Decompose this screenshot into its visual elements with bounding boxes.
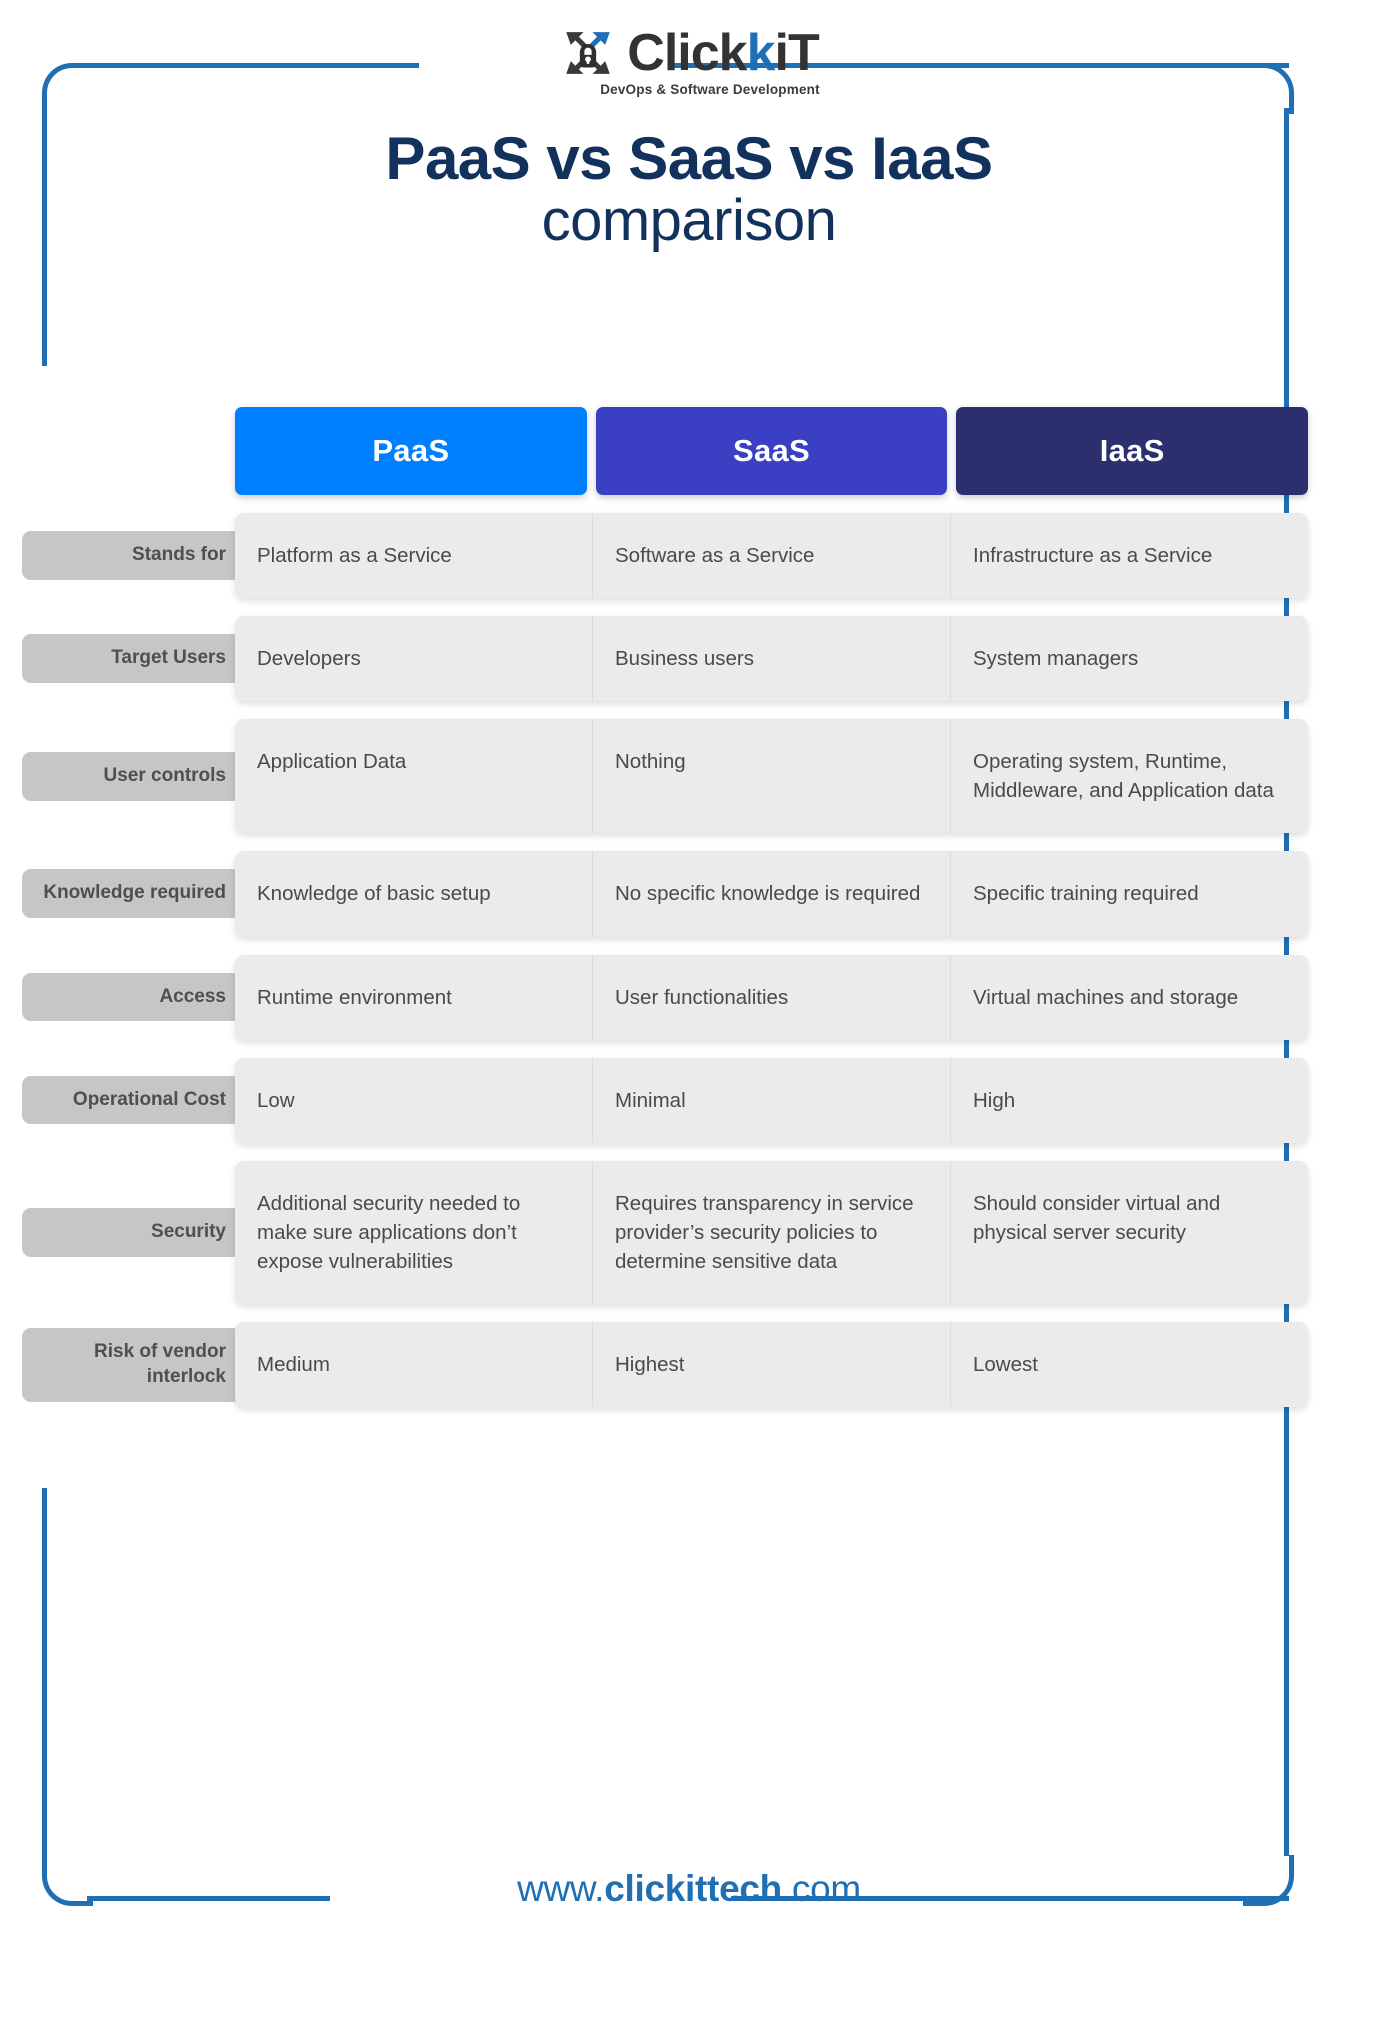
logo-word-k: k bbox=[746, 24, 776, 82]
row-label-access: Access bbox=[22, 972, 242, 1022]
table-cell: No specific knowledge is required bbox=[592, 851, 950, 937]
table-column-header-iaas[interactable]: IaaS bbox=[956, 407, 1309, 495]
frame-corner-top-right bbox=[1243, 63, 1294, 114]
shield-lock-arrows-icon bbox=[559, 24, 617, 82]
table-cell: Requires transparency in service provide… bbox=[592, 1160, 950, 1305]
table-row: Platform as a Service Software as a Servi… bbox=[235, 513, 1308, 599]
frame-line-left-upper bbox=[42, 108, 47, 366]
frame-corner-top-left bbox=[42, 63, 93, 114]
table-cell: Virtual machines and storage bbox=[950, 954, 1308, 1040]
table-cell: Runtime environment bbox=[257, 985, 452, 1009]
title-line-1: PaaS vs SaaS vs IaaS bbox=[385, 125, 993, 192]
row-label-text: Stands for bbox=[132, 544, 226, 566]
table-body: Platform as a Service Software as a Servi… bbox=[235, 513, 1308, 1408]
row-label-knowledge-required: Knowledge required bbox=[22, 869, 242, 919]
row-label-target-users: Target Users bbox=[22, 634, 242, 683]
row-label-text: Knowledge required bbox=[43, 882, 226, 904]
frame-corner-bottom-left bbox=[42, 1855, 93, 1906]
row-label-risk-of-vendor-interlock: Risk of vendor interlock bbox=[22, 1328, 242, 1402]
table-cell: Medium bbox=[257, 1353, 330, 1377]
url-prefix: www. bbox=[517, 1868, 605, 1909]
row-label-text: Risk of vendor interlock bbox=[94, 1341, 226, 1387]
row-label-user-controls: User controls bbox=[22, 751, 242, 801]
row-label-operational-cost: Operational Cost bbox=[22, 1075, 242, 1125]
table-cell: High bbox=[950, 1057, 1308, 1143]
logo-word-it: iT bbox=[774, 24, 820, 82]
row-label-text: Access bbox=[159, 985, 226, 1007]
table-column-header-saas[interactable]: SaaS bbox=[595, 407, 948, 495]
table-cell: Minimal bbox=[592, 1057, 950, 1143]
table-cell: Lowest bbox=[950, 1322, 1308, 1408]
clickit-logo: ClickkiT DevOps & Software Development bbox=[413, 22, 965, 106]
table-cell: Application Data bbox=[257, 750, 407, 774]
table-cell: Knowledge of basic setup bbox=[257, 882, 491, 906]
table-cell: Specific training required bbox=[950, 851, 1308, 937]
frame-line-left-lower bbox=[42, 1488, 47, 1856]
table-row: Additional security needed to make sure … bbox=[235, 1160, 1308, 1305]
title-line-2: comparison bbox=[541, 188, 837, 254]
frame-line-bottom-right bbox=[731, 1896, 1289, 1901]
logo-wordmark: ClickkiT bbox=[627, 24, 820, 82]
table-cell: Highest bbox=[592, 1322, 950, 1408]
table-cell: Software as a Service bbox=[592, 513, 950, 599]
row-label-text: User controls bbox=[103, 764, 226, 786]
table-row: Knowledge of basic setup No specific know… bbox=[235, 851, 1308, 937]
logo-word-click: Click bbox=[627, 24, 747, 82]
table-column-header-paas[interactable]: PaaS bbox=[235, 407, 587, 495]
table-cell: Business users bbox=[592, 616, 950, 702]
frame-line-top-right bbox=[674, 63, 1289, 68]
frame-line-bottom-left bbox=[87, 1896, 330, 1901]
table-cell: Platform as a Service bbox=[257, 544, 452, 567]
table-cell: Operating system, Runtime, Middleware, a… bbox=[950, 719, 1308, 834]
table-cell: Developers bbox=[257, 647, 361, 671]
row-label-text: Target Users bbox=[111, 647, 226, 669]
row-label-security: Security bbox=[22, 1207, 242, 1257]
row-label-stands-for: Stands for bbox=[22, 531, 242, 580]
table-cell: Additional security needed to make sure … bbox=[257, 1191, 521, 1273]
logo-tagline: DevOps & Software Development bbox=[600, 82, 820, 97]
frame-line-top-left bbox=[87, 63, 419, 68]
table-cell: Low bbox=[257, 1088, 295, 1112]
row-label-text: Security bbox=[151, 1220, 226, 1242]
table-cell: Should consider virtual and physical ser… bbox=[950, 1160, 1308, 1305]
row-label-text: Operational Cost bbox=[72, 1088, 226, 1110]
table-cell: User functionalities bbox=[592, 954, 950, 1040]
table-cell: System managers bbox=[950, 616, 1308, 702]
footer: www.clickittech.com bbox=[0, 1868, 1378, 1910]
url-tld: .com bbox=[781, 1868, 861, 1909]
table-cell: Infrastructure as a Service bbox=[950, 513, 1308, 599]
website-url[interactable]: www.clickittech.com bbox=[517, 1868, 861, 1909]
table-cell: Nothing bbox=[592, 719, 950, 834]
frame-corner-bottom-right bbox=[1243, 1855, 1294, 1906]
url-domain: clickittech bbox=[604, 1868, 782, 1909]
page-title: PaaS vs SaaS vs IaaS comparison bbox=[0, 128, 1378, 254]
